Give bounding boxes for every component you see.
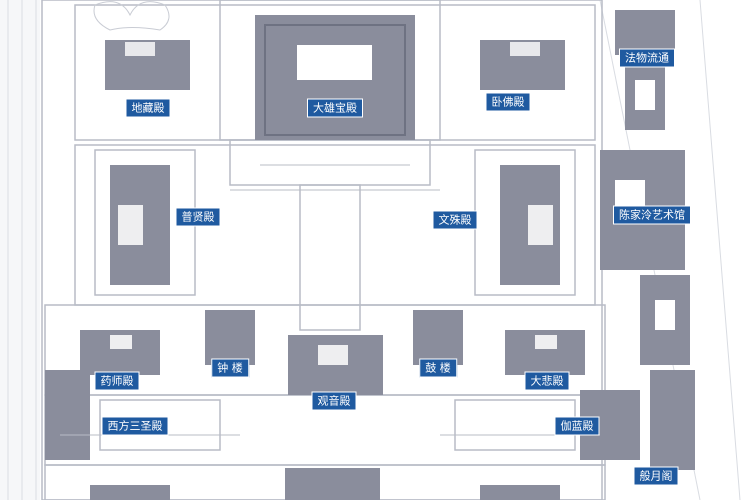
label-fawu[interactable]: 法物流通 bbox=[619, 48, 675, 68]
label-xifang[interactable]: 西方三圣殿 bbox=[101, 416, 169, 436]
label-guanyin[interactable]: 观音殿 bbox=[311, 391, 357, 411]
label-qielan[interactable]: 伽蓝殿 bbox=[554, 416, 600, 436]
label-dabei[interactable]: 大悲殿 bbox=[524, 371, 570, 391]
label-banyue[interactable]: 般月阁 bbox=[633, 466, 679, 486]
label-yaoshi[interactable]: 药师殿 bbox=[94, 371, 140, 391]
label-wofo[interactable]: 卧佛殿 bbox=[485, 92, 531, 112]
label-daxiong[interactable]: 大雄宝殿 bbox=[307, 98, 363, 118]
label-chenjialing[interactable]: 陈家泠艺术馆 bbox=[613, 205, 691, 225]
label-gulou[interactable]: 鼓 楼 bbox=[419, 358, 457, 378]
label-zhonglou[interactable]: 钟 楼 bbox=[211, 358, 249, 378]
label-puxian[interactable]: 普贤殿 bbox=[175, 207, 221, 227]
label-dizang[interactable]: 地藏殿 bbox=[125, 98, 171, 118]
label-wenshu[interactable]: 文殊殿 bbox=[432, 210, 478, 230]
